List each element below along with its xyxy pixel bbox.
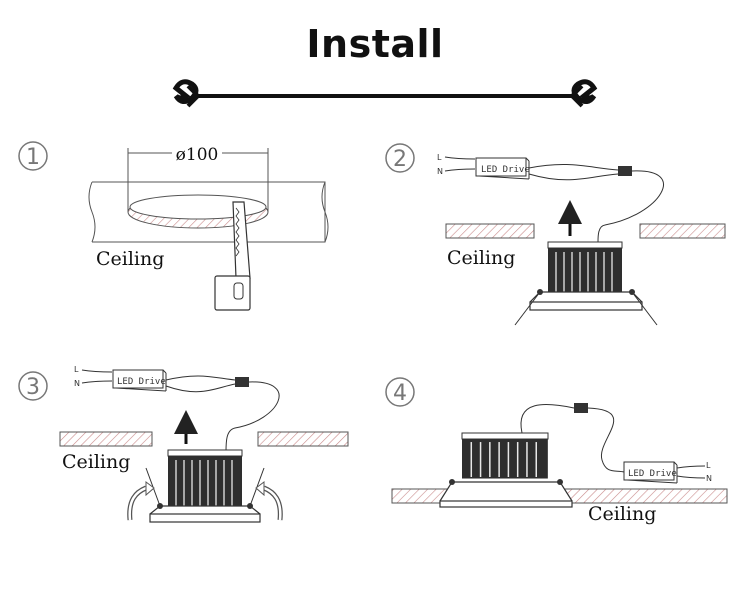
downlight (439, 432, 573, 508)
ceiling-label: Ceiling (447, 247, 515, 269)
connector (235, 377, 249, 387)
downlight (514, 241, 658, 326)
ceiling-label: Ceiling (588, 503, 656, 525)
step-1: 1 ø100 Ceiling (18, 141, 329, 311)
step-number-badge (18, 371, 48, 401)
connector (574, 403, 588, 413)
hole-diameter-label: ø100 (176, 145, 219, 165)
led-driver-label: LED Drive (481, 165, 530, 175)
step-number: 1 (26, 145, 40, 170)
wire-label-l: L (706, 461, 711, 470)
step-3: 3 L N LED Drive (18, 365, 349, 523)
step-number-badge (385, 377, 415, 407)
ceiling-label: Ceiling (96, 248, 164, 270)
led-driver-label: LED Drive (628, 469, 677, 479)
step-number-badge (18, 141, 48, 171)
step-number: 2 (393, 147, 407, 172)
ceiling-label: Ceiling (62, 451, 130, 473)
downlight (145, 449, 265, 523)
step-number: 3 (26, 375, 40, 400)
page-title: Install (306, 22, 444, 66)
step-number-badge (385, 143, 415, 173)
connector (618, 166, 632, 176)
wire-label-l: L (74, 365, 79, 374)
step-2: 2 L N LED Drive (385, 143, 726, 326)
wire-label-n: N (706, 474, 712, 483)
step-4: 4 LED Drive L N Ceiling (385, 377, 728, 525)
saw-icon (214, 201, 251, 311)
wire-label-n: N (74, 379, 80, 388)
led-driver-label: LED Drive (117, 377, 166, 387)
step-number: 4 (393, 381, 407, 406)
wire-label-n: N (437, 167, 443, 176)
wire-label-l: L (437, 153, 442, 162)
title-divider (172, 79, 598, 108)
